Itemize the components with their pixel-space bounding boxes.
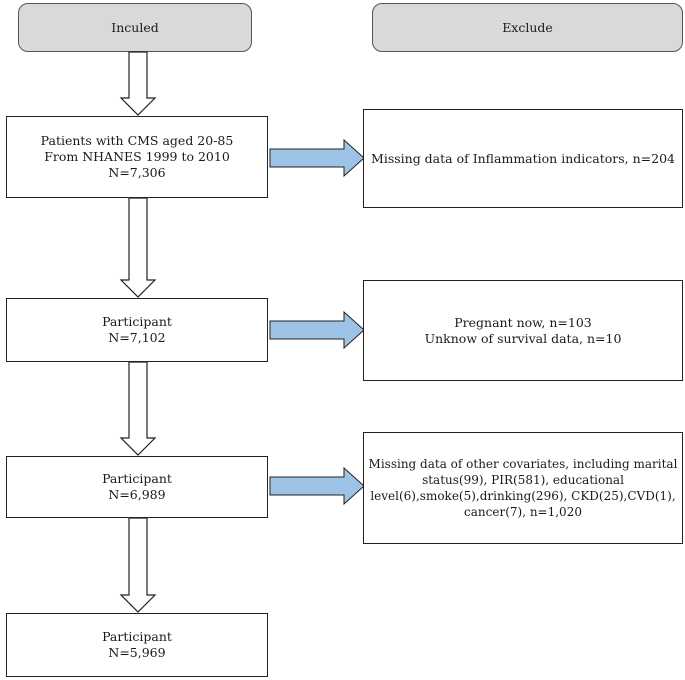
excluded-header-label: Exclude [502, 20, 553, 35]
step-1-line-2: From NHANES 1999 to 2010 [44, 149, 230, 164]
down-arrow-4 [119, 517, 157, 613]
exclusion-3-line-3: level(6),smoke(5),drinking(296), CKD(25)… [370, 489, 676, 503]
exclusion-1-line-1: Missing data of Inflammation indicators,… [371, 150, 675, 166]
step-box-3: Participant N=6,989 [6, 456, 268, 518]
step-2-line-1: Participant [102, 314, 172, 329]
down-arrow-1 [119, 51, 157, 116]
excluded-header: Exclude [372, 3, 683, 52]
exclusion-3-line-1: Missing data of other covariates, includ… [368, 457, 678, 471]
step-3-line-1: Participant [102, 471, 172, 486]
down-arrow-3 [119, 361, 157, 456]
exclusion-3-line-2: status(99), PIR(581), educational [422, 473, 624, 487]
exclusion-box-2: Pregnant now, n=103 Unknow of survival d… [363, 280, 683, 381]
step-box-2: Participant N=7,102 [6, 298, 268, 362]
exclusion-box-3: Missing data of other covariates, includ… [363, 432, 683, 544]
included-header-label: Inculed [111, 20, 159, 35]
step-box-1: Patients with CMS aged 20-85 From NHANES… [6, 116, 268, 198]
step-4-line-2: N=5,969 [108, 645, 166, 660]
step-box-4: Participant N=5,969 [6, 613, 268, 677]
exclusion-box-1: Missing data of Inflammation indicators,… [363, 109, 683, 208]
exclusion-2-line-1: Pregnant now, n=103 [454, 314, 592, 330]
right-arrow-3 [269, 466, 365, 506]
step-3-line-2: N=6,989 [108, 487, 166, 502]
right-arrow-2 [269, 310, 365, 350]
down-arrow-2 [119, 197, 157, 298]
exclusion-2-line-2: Unknow of survival data, n=10 [424, 330, 622, 346]
step-1-line-3: N=7,306 [108, 165, 166, 180]
exclusion-3-line-4: cancer(7), n=1,020 [464, 505, 582, 519]
step-2-line-2: N=7,102 [108, 330, 166, 345]
included-header: Inculed [18, 3, 252, 52]
step-4-line-1: Participant [102, 629, 172, 644]
step-1-line-1: Patients with CMS aged 20-85 [40, 133, 234, 148]
right-arrow-1 [269, 138, 365, 178]
